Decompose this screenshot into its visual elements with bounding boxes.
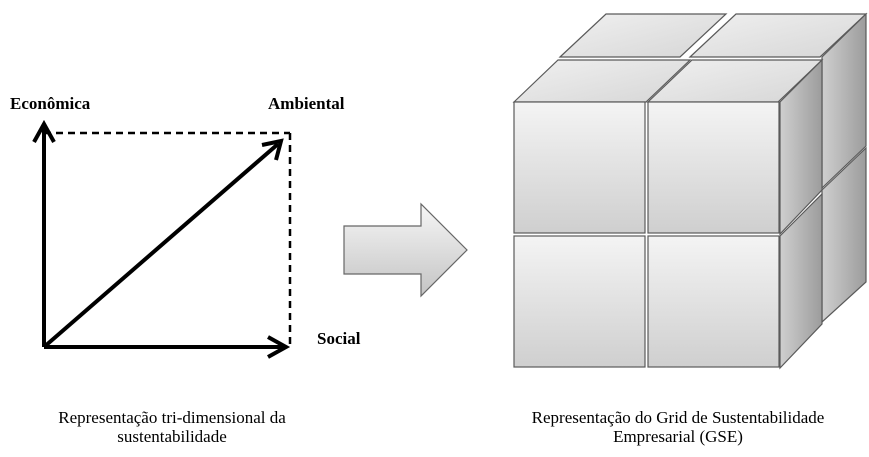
environmental-arrowhead bbox=[261, 138, 284, 161]
economic-label: Econômica bbox=[10, 94, 91, 113]
cube-front-right-side-lower bbox=[779, 192, 823, 370]
right-caption-line2: Empresarial (GSE) bbox=[613, 427, 743, 446]
cube-front-upper-left bbox=[513, 101, 646, 234]
social-arrowhead bbox=[267, 335, 291, 359]
cube-back-left-top bbox=[558, 13, 728, 58]
left-caption: Representação tri-dimensional da sustent… bbox=[22, 408, 322, 446]
left-caption-line2: sustentabilidade bbox=[117, 427, 227, 446]
cube-front-right-side-upper bbox=[779, 58, 823, 236]
right-caption: Representação do Grid de Sustentabilidad… bbox=[498, 408, 858, 446]
social-label: Social bbox=[317, 329, 361, 348]
cube-front-lower-right bbox=[647, 235, 780, 368]
environmental-diagonal-arrow bbox=[42, 142, 280, 349]
cube-front-lower-left bbox=[513, 235, 646, 368]
transition-arrow bbox=[343, 202, 468, 298]
cube-front-upper-right bbox=[647, 101, 780, 234]
left-caption-line1: Representação tri-dimensional da bbox=[58, 408, 286, 427]
right-caption-line1: Representação do Grid de Sustentabilidad… bbox=[531, 408, 825, 427]
environmental-label: Ambiental bbox=[268, 94, 345, 113]
sustainability-axes bbox=[32, 119, 292, 359]
economic-arrowhead bbox=[32, 119, 56, 143]
gse-cube-grid bbox=[512, 12, 868, 370]
